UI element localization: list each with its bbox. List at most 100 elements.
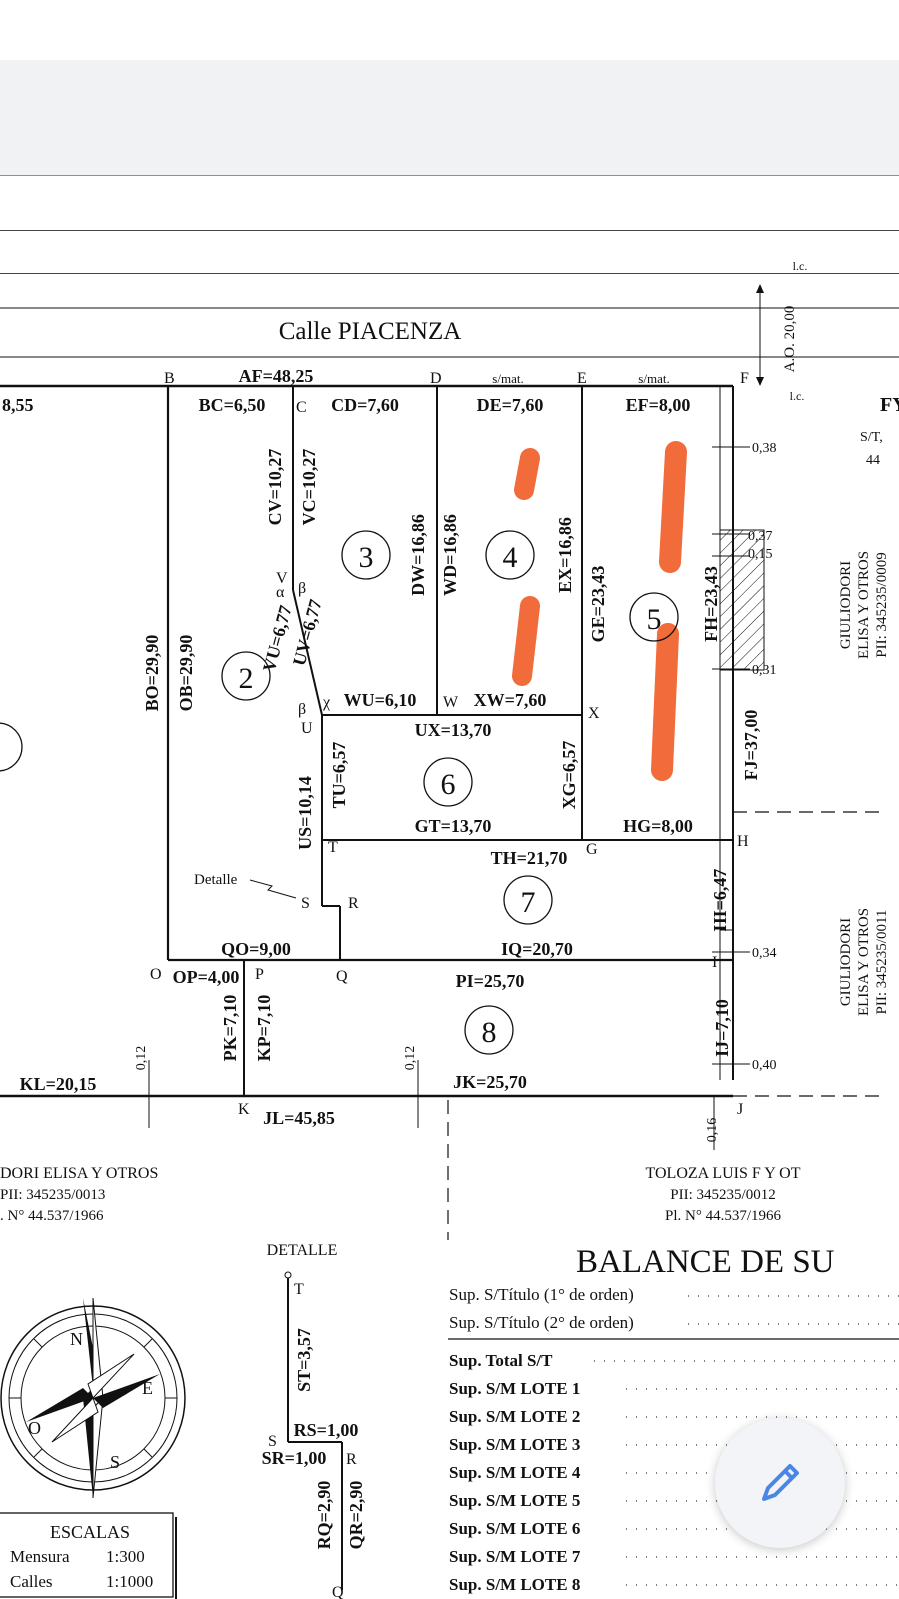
detalle-leader [249,879,297,899]
point-V: V [276,570,288,587]
detalle-callout: Detalle [194,872,238,888]
measure-TU: TU=6,57 [329,742,349,809]
lc-label-top: l.c. [793,259,808,273]
smat-label-ef: s/mat. [638,371,669,386]
measure-QO: QO=9,00 [221,939,291,959]
detalle-point-S: S [268,1433,277,1450]
balance-row-11: Sup. S/M LOTE 8 [449,1575,580,1594]
balance-row-8: Sup. S/M LOTE 5 [449,1491,580,1510]
measure-WU: WU=6,10 [344,690,417,710]
neighbor-right-bottom-2: ELISA Y OTROS [856,908,872,1016]
point-labels: B C D E F V U W X T G H S R O P Q I K J … [150,370,749,1118]
measure-US: US=10,14 [295,776,315,850]
measure-JK: JK=25,70 [453,1072,527,1092]
measure-partial-left: 8,55 [2,395,34,415]
escalas-title: ESCALAS [50,1522,130,1542]
point-S: S [301,895,310,912]
compass-N: N [70,1329,83,1349]
neighbor-right-top-2: ELISA Y OTROS [856,551,872,659]
point-C: C [296,399,307,416]
measure-PK: PK=7,10 [220,995,240,1062]
beta-top: β [298,580,306,597]
vertical-measures: CV=10,27 VC=10,27 VU=6,77 UV=6,77 DW=16,… [142,449,761,1062]
measure-BC: BC=6,50 [199,395,266,415]
detalle-RS: RS=1,00 [294,1420,359,1440]
detalle-RQ: RQ=2,90 [314,1481,334,1550]
escalas-calles-label: Calles [10,1572,53,1591]
offset-031: 0,31 [752,663,777,678]
app-toolbar [0,60,899,176]
offset-037: 0,37 [748,529,773,544]
lot-8: 8 [482,1016,497,1049]
measure-CD: CD=7,60 [331,395,399,415]
balance-row-1: Sup. S/Título (1° de orden) [449,1285,634,1304]
point-E: E [577,370,587,387]
neighbor-bottom-left-1: DORI ELISA Y OTROS [0,1165,158,1182]
measure-DW: DW=16,86 [408,514,428,596]
lot-7: 7 [521,886,536,919]
balance-row-9: Sup. S/M LOTE 6 [449,1519,580,1538]
offset-040: 0,40 [752,1058,777,1073]
offset-016: 0,16 [705,1118,720,1143]
measure-DE: DE=7,60 [477,395,544,415]
measure-JL: JL=45,85 [263,1108,335,1128]
measure-GT: GT=13,70 [415,816,492,836]
compass-rose: N E S O [0,1297,186,1499]
measure-PI: PI=25,70 [456,971,525,991]
measure-FJ: FJ=37,00 [741,710,761,781]
escalas-mensura-label: Mensura [10,1547,70,1566]
measure-GE: GE=23,43 [588,566,608,643]
point-U: U [301,720,313,737]
compass-S: S [110,1452,120,1472]
lot-6: 6 [441,768,456,801]
balance-row-2: Sup. S/Título (2° de orden) [449,1313,634,1332]
detalle-ST: ST=3,57 [294,1328,314,1392]
measure-CV: CV=10,27 [265,449,285,526]
neighbor-bottom-right-2: PII: 345235/0012 [670,1187,775,1203]
detalle-point-R: R [346,1451,357,1468]
measure-FH: FH=23,43 [701,566,721,642]
balance-row-5: Sup. S/M LOTE 2 [449,1407,580,1426]
measure-VC: VC=10,27 [299,449,319,526]
compass-O: O [28,1418,41,1438]
point-K: K [238,1101,250,1118]
offset-012-left: 0,12 [134,1046,149,1071]
dashed-lines [447,811,880,1240]
point-B: B [164,370,175,387]
neighbor-right-bottom-3: PII: 345235/0011 [874,910,890,1015]
point-J: J [737,1101,743,1118]
balance-row-3: Sup. Total S/T [449,1351,553,1370]
neighbor-bottom-right-1: TOLOZA LUIS F Y OT [646,1165,801,1182]
lot-2: 2 [239,662,254,695]
neighbor-bottom-left-3: . N° 44.537/1966 [0,1208,104,1224]
point-R: R [348,895,359,912]
street-width: A.O. 20,00 [782,306,798,373]
alpha-mark: α [276,584,285,601]
measure-EF: EF=8,00 [626,395,691,415]
measure-KL: KL=20,15 [20,1074,97,1094]
point-G: G [586,841,598,858]
sheet-top-border [0,230,899,231]
hatched-strip [719,529,765,671]
neighbor-right-bottom-1: GIULIODORI [838,918,854,1006]
offset-ticks [148,446,750,1150]
measure-AF: AF=48,25 [239,366,314,386]
point-F: F [740,370,749,387]
measure-UX: UX=13,70 [415,720,492,740]
escalas-mensura-value: 1:300 [106,1547,145,1566]
point-O: O [150,966,162,983]
measure-UV: UV=6,77 [289,597,326,668]
smat-label-de: s/mat. [492,371,523,386]
chi-mark: χ [322,694,331,711]
measure-OP: OP=4,00 [173,967,240,987]
escalas-calles-value: 1:1000 [106,1572,153,1591]
edit-button[interactable] [715,1418,845,1548]
measure-IJ: IJ=7,10 [712,999,732,1057]
measure-BO: BO=29,90 [142,635,162,712]
partial-st: S/T, [860,430,883,445]
lot-3: 3 [359,541,374,574]
neighbors: GIULIODORI ELISA Y OTROS PII: 345235/000… [0,551,890,1224]
detalle-drawing: DETALLE T S R Q ST=3,57 RS=1,00 SR=1,00 … [262,1242,366,1599]
street: Calle PIACENZA A.O. 20,00 l.c. l.c. [0,259,899,403]
